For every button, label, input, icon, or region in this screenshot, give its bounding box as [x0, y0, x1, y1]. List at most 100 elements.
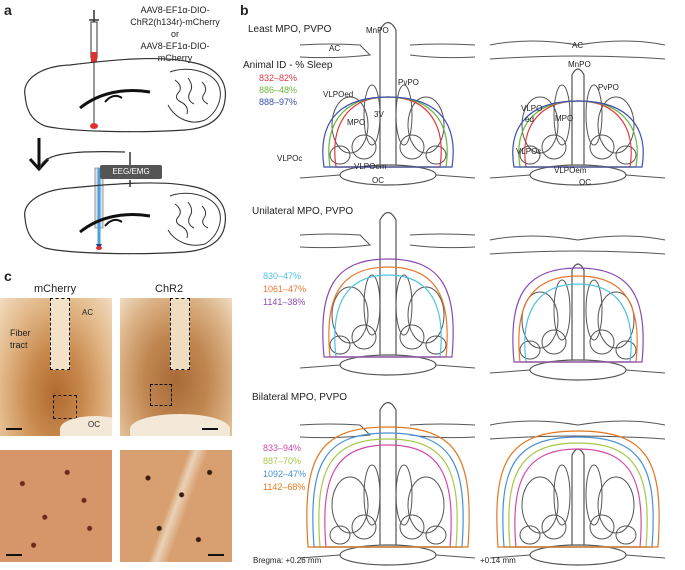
- title-mcherry: mCherry: [34, 283, 77, 295]
- third-ventricle: [571, 68, 585, 165]
- optic-chiasm-region: [60, 416, 112, 436]
- section-title-unilateral: Unilateral MPO, PVPO: [252, 206, 354, 217]
- nucleus-outline: [615, 145, 637, 165]
- label-vlpoed-1: VLPOed: [323, 90, 354, 99]
- lesion-outline-1142–68%: [496, 430, 660, 548]
- scale-bar: [6, 554, 22, 556]
- coronal-section-6: [489, 420, 666, 566]
- label-mpo-2: MPO: [555, 114, 574, 123]
- label-fiber: Fiber: [10, 328, 31, 338]
- optic-chiasm: [339, 544, 437, 566]
- lesion-outline-1092–47%: [502, 436, 654, 548]
- legend-entry: 1061–47%: [263, 284, 307, 294]
- coronal-section-1: [299, 21, 476, 186]
- nucleus-outline: [363, 274, 381, 336]
- lesion-outline-887–70%: [508, 442, 648, 548]
- lesion-outline-1141–38%: [512, 267, 644, 363]
- nucleus-outline: [519, 340, 541, 360]
- nucleus-outline: [351, 324, 377, 350]
- nucleus-outline: [553, 464, 571, 526]
- lesion-outline-1061–47%: [518, 275, 638, 363]
- lesion-outline-830–47%: [524, 283, 632, 363]
- label-ac-1: AC: [329, 44, 341, 53]
- legend-entry: 832–82%: [259, 73, 298, 83]
- nucleus-outline: [541, 134, 567, 160]
- legend-entry: 887–70%: [263, 456, 302, 466]
- nucleus-outline: [331, 476, 369, 534]
- label-vlpo-2: VLPO: [521, 104, 543, 113]
- legend-title: Animal ID - % Sleep: [243, 60, 333, 71]
- third-ventricle: [571, 448, 585, 545]
- lesion-outline-832–82%: [334, 96, 442, 168]
- nucleus-outline: [351, 134, 377, 160]
- zoom-box: [53, 395, 77, 419]
- nucleus-outline: [363, 464, 381, 526]
- lesion-outline-833–94%: [324, 444, 452, 548]
- third-ventricle: [379, 21, 397, 165]
- panel-b-letter: b: [240, 2, 249, 18]
- label-oc-2: OC: [579, 178, 591, 187]
- nucleus-outline: [407, 476, 445, 534]
- legend-entry: 830–47%: [263, 271, 302, 281]
- panel-a-letter: a: [4, 2, 12, 18]
- third-ventricle: [379, 211, 397, 355]
- coronal-section-3: [299, 211, 476, 376]
- label-3v-1: 3V: [374, 110, 384, 119]
- micrograph-chr2-low: [120, 298, 232, 436]
- label-mnpo-2: MnPO: [568, 60, 591, 69]
- brain-sagittal-injection: [24, 10, 227, 133]
- optic-chiasm: [529, 359, 627, 381]
- nucleus-outline: [395, 464, 413, 526]
- label-ac-2: AC: [572, 41, 584, 50]
- lesion-outline-888–97%: [322, 96, 454, 168]
- lesion-outline-1141–38%: [322, 258, 454, 358]
- anterior-commissure: [299, 43, 372, 59]
- nucleus-outline: [519, 525, 541, 545]
- syringe-icon: [89, 10, 99, 125]
- micrograph-chr2-high: [120, 450, 232, 562]
- legend-entry: 833–94%: [263, 443, 302, 453]
- nucleus-outline: [597, 476, 635, 534]
- label-vlpoc-1: VLPOc: [277, 154, 303, 163]
- anterior-commissure: [299, 233, 372, 249]
- nucleus-outline: [399, 134, 425, 160]
- legend-entry: 886–48%: [259, 85, 298, 95]
- scale-bar: [208, 554, 224, 556]
- panel-c-letter: c: [4, 268, 12, 284]
- anterior-commissure: [489, 420, 666, 440]
- anterior-commissure: [489, 40, 666, 60]
- nucleus-outline: [615, 525, 637, 545]
- virus-line-1: AAV8-EF1α-DIO-: [140, 5, 210, 15]
- virus-line-4: AAV8-EF1α-DIO-: [140, 41, 210, 51]
- optic-chiasm: [529, 544, 627, 566]
- fiber-track-outline: [50, 298, 70, 370]
- brain-sagittal-implant: [24, 151, 227, 255]
- label-tract: tract: [10, 340, 28, 350]
- nucleus-outline: [351, 514, 377, 540]
- lesion-outline-1142–68%: [306, 426, 470, 548]
- nucleus-outline: [589, 329, 615, 355]
- nucleus-outline: [521, 476, 559, 534]
- legend-group-2: 830–47% 1061–47% 1141–38%: [263, 270, 306, 309]
- micrograph-mcherry-low: AC Fiber tract OC: [0, 298, 112, 436]
- nucleus-outline: [589, 134, 615, 160]
- label-mpo-1: MPO: [347, 118, 366, 127]
- label-pvpo-1: PvPO: [398, 78, 419, 87]
- label-vlpoem-2: VLPOem: [554, 166, 587, 175]
- eeg-emg-label: EEG/EMG: [100, 165, 162, 179]
- nucleus-outline: [519, 145, 541, 165]
- coronal-section-5: [299, 401, 476, 566]
- label-mnpo-1: MnPO: [366, 26, 389, 35]
- virus-label: AAV8-EF1α-DIO- ChR2(h134r)-mCherry or AA…: [100, 4, 250, 64]
- legend-entry: 1141–38%: [263, 297, 306, 307]
- fiber-track-outline: [170, 298, 190, 370]
- arrow-down-icon: [28, 138, 50, 172]
- coronal-section-4: [489, 235, 666, 381]
- nucleus-outline: [329, 525, 351, 545]
- nucleus-outline: [425, 335, 447, 355]
- label-vlpoc-2: VLPOc: [516, 147, 542, 156]
- lesion-outline-887–70%: [318, 438, 458, 548]
- anterior-commissure: [299, 423, 372, 439]
- scale-bar: [202, 428, 218, 430]
- lesion-outline-833–94%: [514, 448, 642, 548]
